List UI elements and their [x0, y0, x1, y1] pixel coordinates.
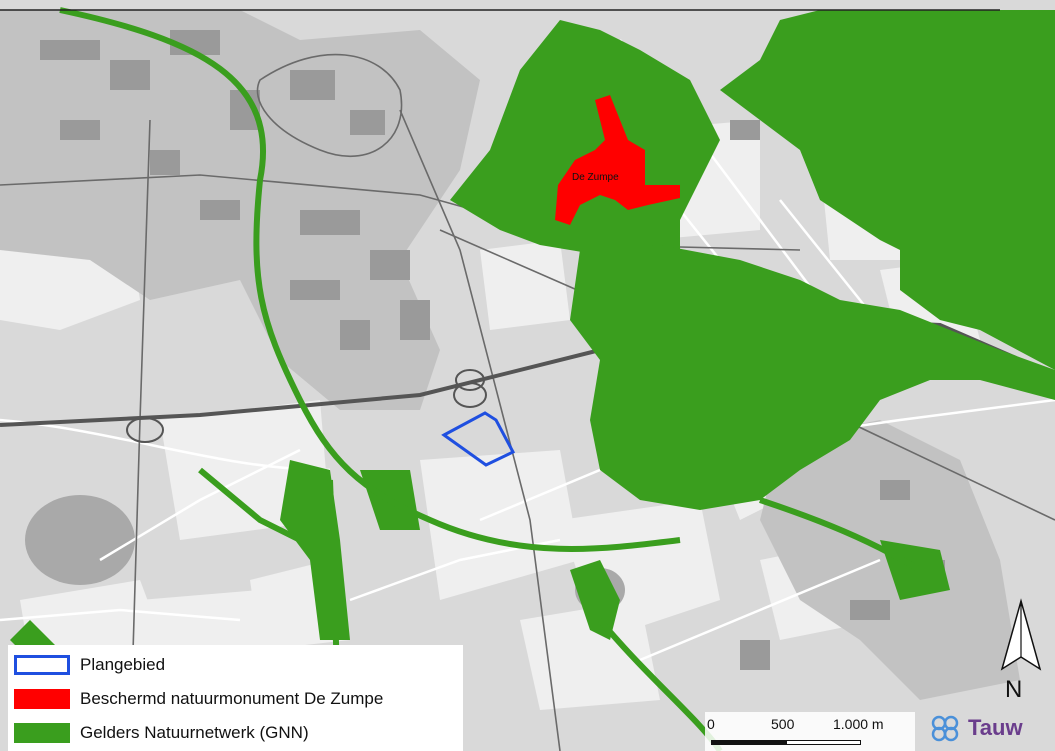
legend-swatch-natuurnetwerk — [14, 723, 70, 743]
plangebied-outline[interactable] — [441, 411, 516, 467]
natuurmonument-label: De Zumpe — [572, 172, 619, 183]
map-legend: Plangebied Beschermd natuurmonument De Z… — [8, 645, 463, 751]
legend-label-natuurmonument: Beschermd natuurmonument De Zumpe — [80, 689, 384, 708]
legend-swatch-natuurmonument — [14, 689, 70, 709]
natuurnetwerk-corridors — [59, 7, 922, 751]
north-arrow-icon — [1000, 598, 1042, 671]
scale-segment-black — [711, 740, 786, 745]
scale-segment-white — [786, 740, 861, 745]
logo-text: Tauw — [968, 715, 1023, 740]
scale-bar: 0 500 1.000 m — [705, 712, 915, 751]
natuurmonument-de-zumpe-area[interactable] — [555, 95, 680, 225]
scale-label-0: 0 — [707, 716, 715, 732]
legend-label-natuurnetwerk: Gelders Natuurnetwerk (GNN) — [80, 723, 309, 742]
legend-swatch-plangebied — [14, 655, 70, 675]
legend-item-natuurnetwerk: Gelders Natuurnetwerk (GNN) — [14, 721, 309, 745]
scale-label-500: 500 — [771, 716, 795, 732]
tauw-logo: Tauw — [928, 705, 1055, 751]
legend-item-natuurmonument: Beschermd natuurmonument De Zumpe — [14, 687, 383, 711]
flower-logo-icon — [931, 715, 959, 742]
scale-label-1000: 1.000 m — [833, 716, 884, 732]
north-label: N — [1005, 676, 1023, 703]
highway-interchanges — [126, 369, 487, 443]
legend-item-plangebied: Plangebied — [14, 653, 165, 677]
legend-label-plangebied: Plangebied — [80, 655, 166, 674]
